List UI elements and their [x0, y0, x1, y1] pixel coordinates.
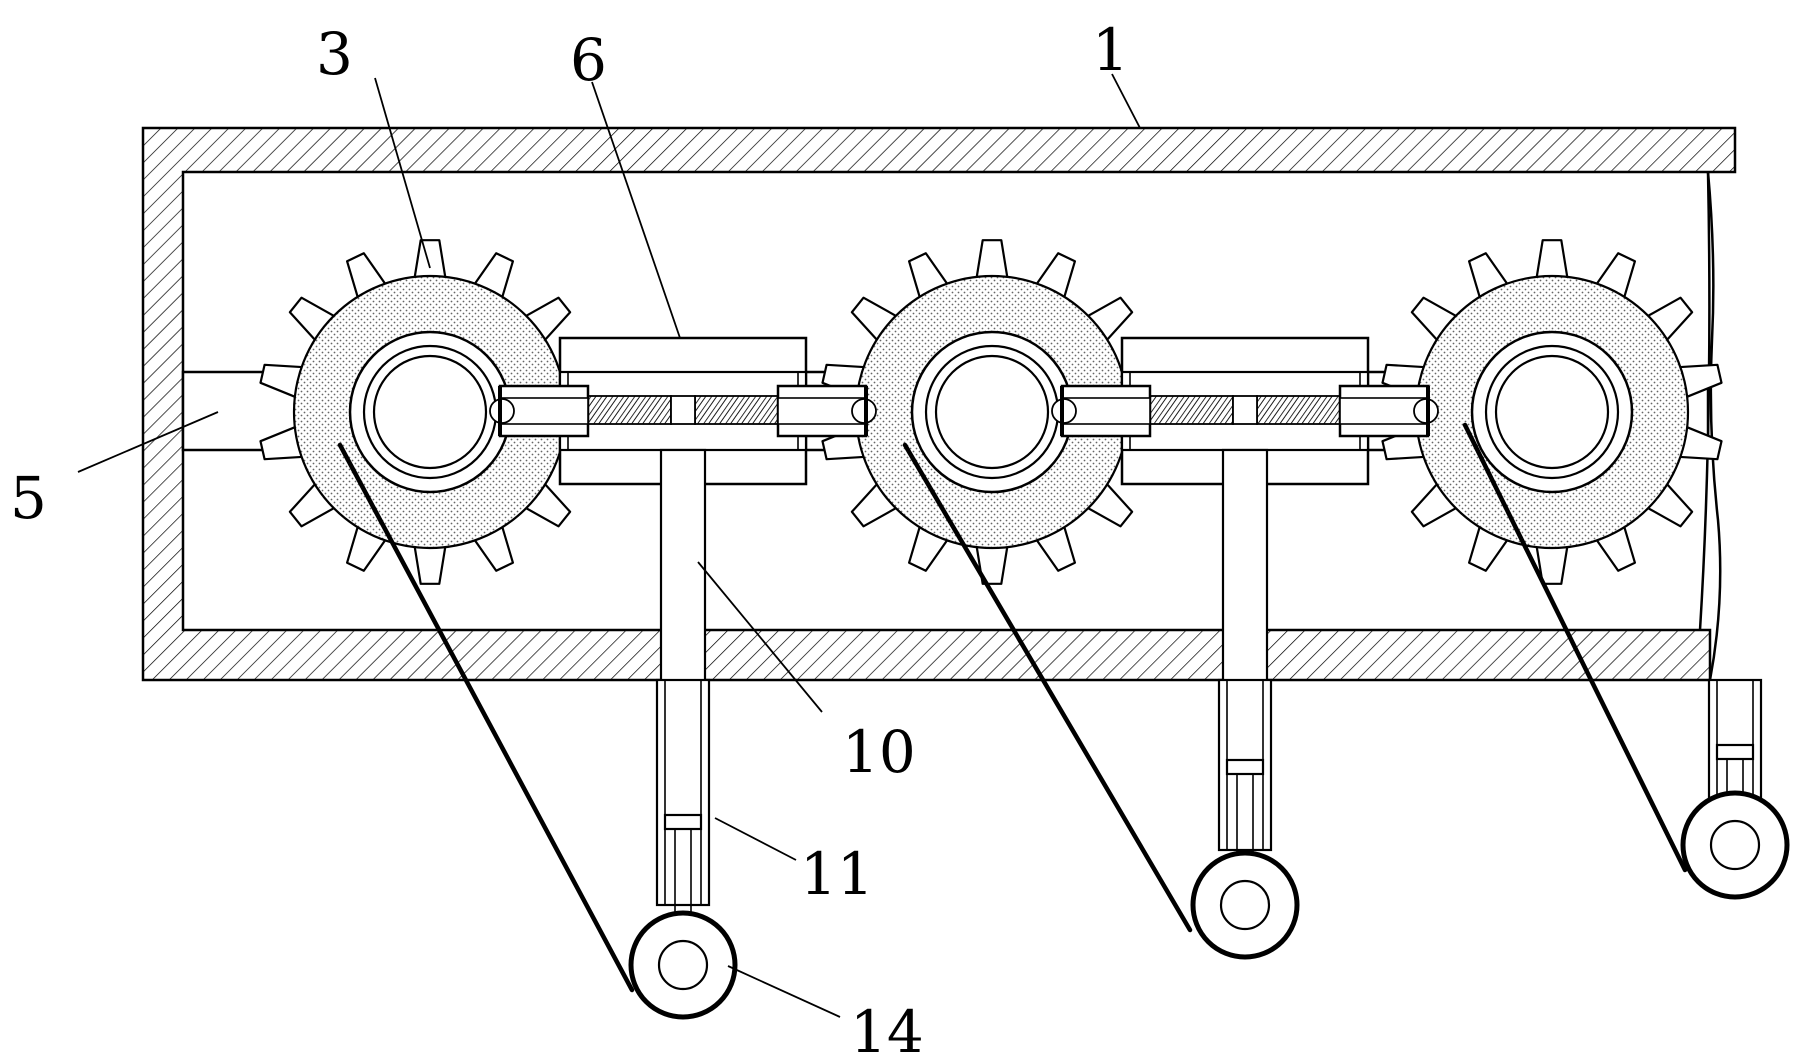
- belt-2: [902, 442, 1193, 933]
- rod-upper: [659, 448, 707, 686]
- leader-line-telescopic-rod: [714, 817, 797, 861]
- belts: [337, 422, 1688, 993]
- telescopic-collar: [663, 813, 703, 831]
- leader-line-housing: [1111, 73, 1141, 129]
- gear-hub-bore: [372, 354, 488, 470]
- label-sleeve: 6: [570, 26, 607, 94]
- rods: [628, 448, 1790, 1020]
- sleeve-2: [1051, 336, 1439, 486]
- leader-lines: [77, 73, 1141, 1018]
- spring-right: [1256, 395, 1341, 425]
- gear-hub-bore: [934, 354, 1050, 470]
- belt-3: [1462, 422, 1688, 873]
- rod-assembly-1: [628, 448, 738, 1020]
- gear-1: [259, 239, 601, 585]
- gear-3: [1381, 239, 1723, 585]
- rod-upper: [1221, 448, 1269, 686]
- sleeve-1: [489, 336, 877, 486]
- gears: [259, 239, 1723, 585]
- leader-line-roller: [727, 965, 841, 1018]
- belt-1: [337, 442, 635, 993]
- spring-left: [1149, 395, 1234, 425]
- rod-assembly-3: [1680, 678, 1790, 900]
- housing-break-line: [1706, 171, 1722, 681]
- leader-line-rod: [697, 561, 823, 713]
- roller-axle: [657, 939, 709, 991]
- label-roller: 14: [850, 998, 924, 1063]
- leader-line-gear: [374, 77, 431, 269]
- leader-line-sleeve: [591, 81, 681, 339]
- telescopic-inner: [664, 679, 702, 906]
- spring-left: [587, 395, 672, 425]
- label-rod: 10: [842, 718, 916, 786]
- telescopic-collar: [1715, 743, 1755, 761]
- roller-axle: [1219, 879, 1271, 931]
- sleeves: [489, 336, 1439, 486]
- spring-spacer: [670, 395, 696, 425]
- rod-assembly-2: [1190, 448, 1300, 960]
- gear-2: [821, 239, 1163, 585]
- spring-spacer: [1232, 395, 1258, 425]
- gear-hub-bore: [1494, 354, 1610, 470]
- spring-right: [694, 395, 779, 425]
- label-telescopic-rod: 11: [800, 840, 874, 908]
- roller-axle: [1709, 819, 1761, 871]
- telescopic-collar: [1225, 758, 1265, 776]
- label-housing: 1: [1092, 16, 1129, 84]
- label-gear: 3: [316, 20, 353, 88]
- leader-line-slide-bar: [77, 411, 219, 473]
- label-slide-bar: 5: [10, 464, 47, 532]
